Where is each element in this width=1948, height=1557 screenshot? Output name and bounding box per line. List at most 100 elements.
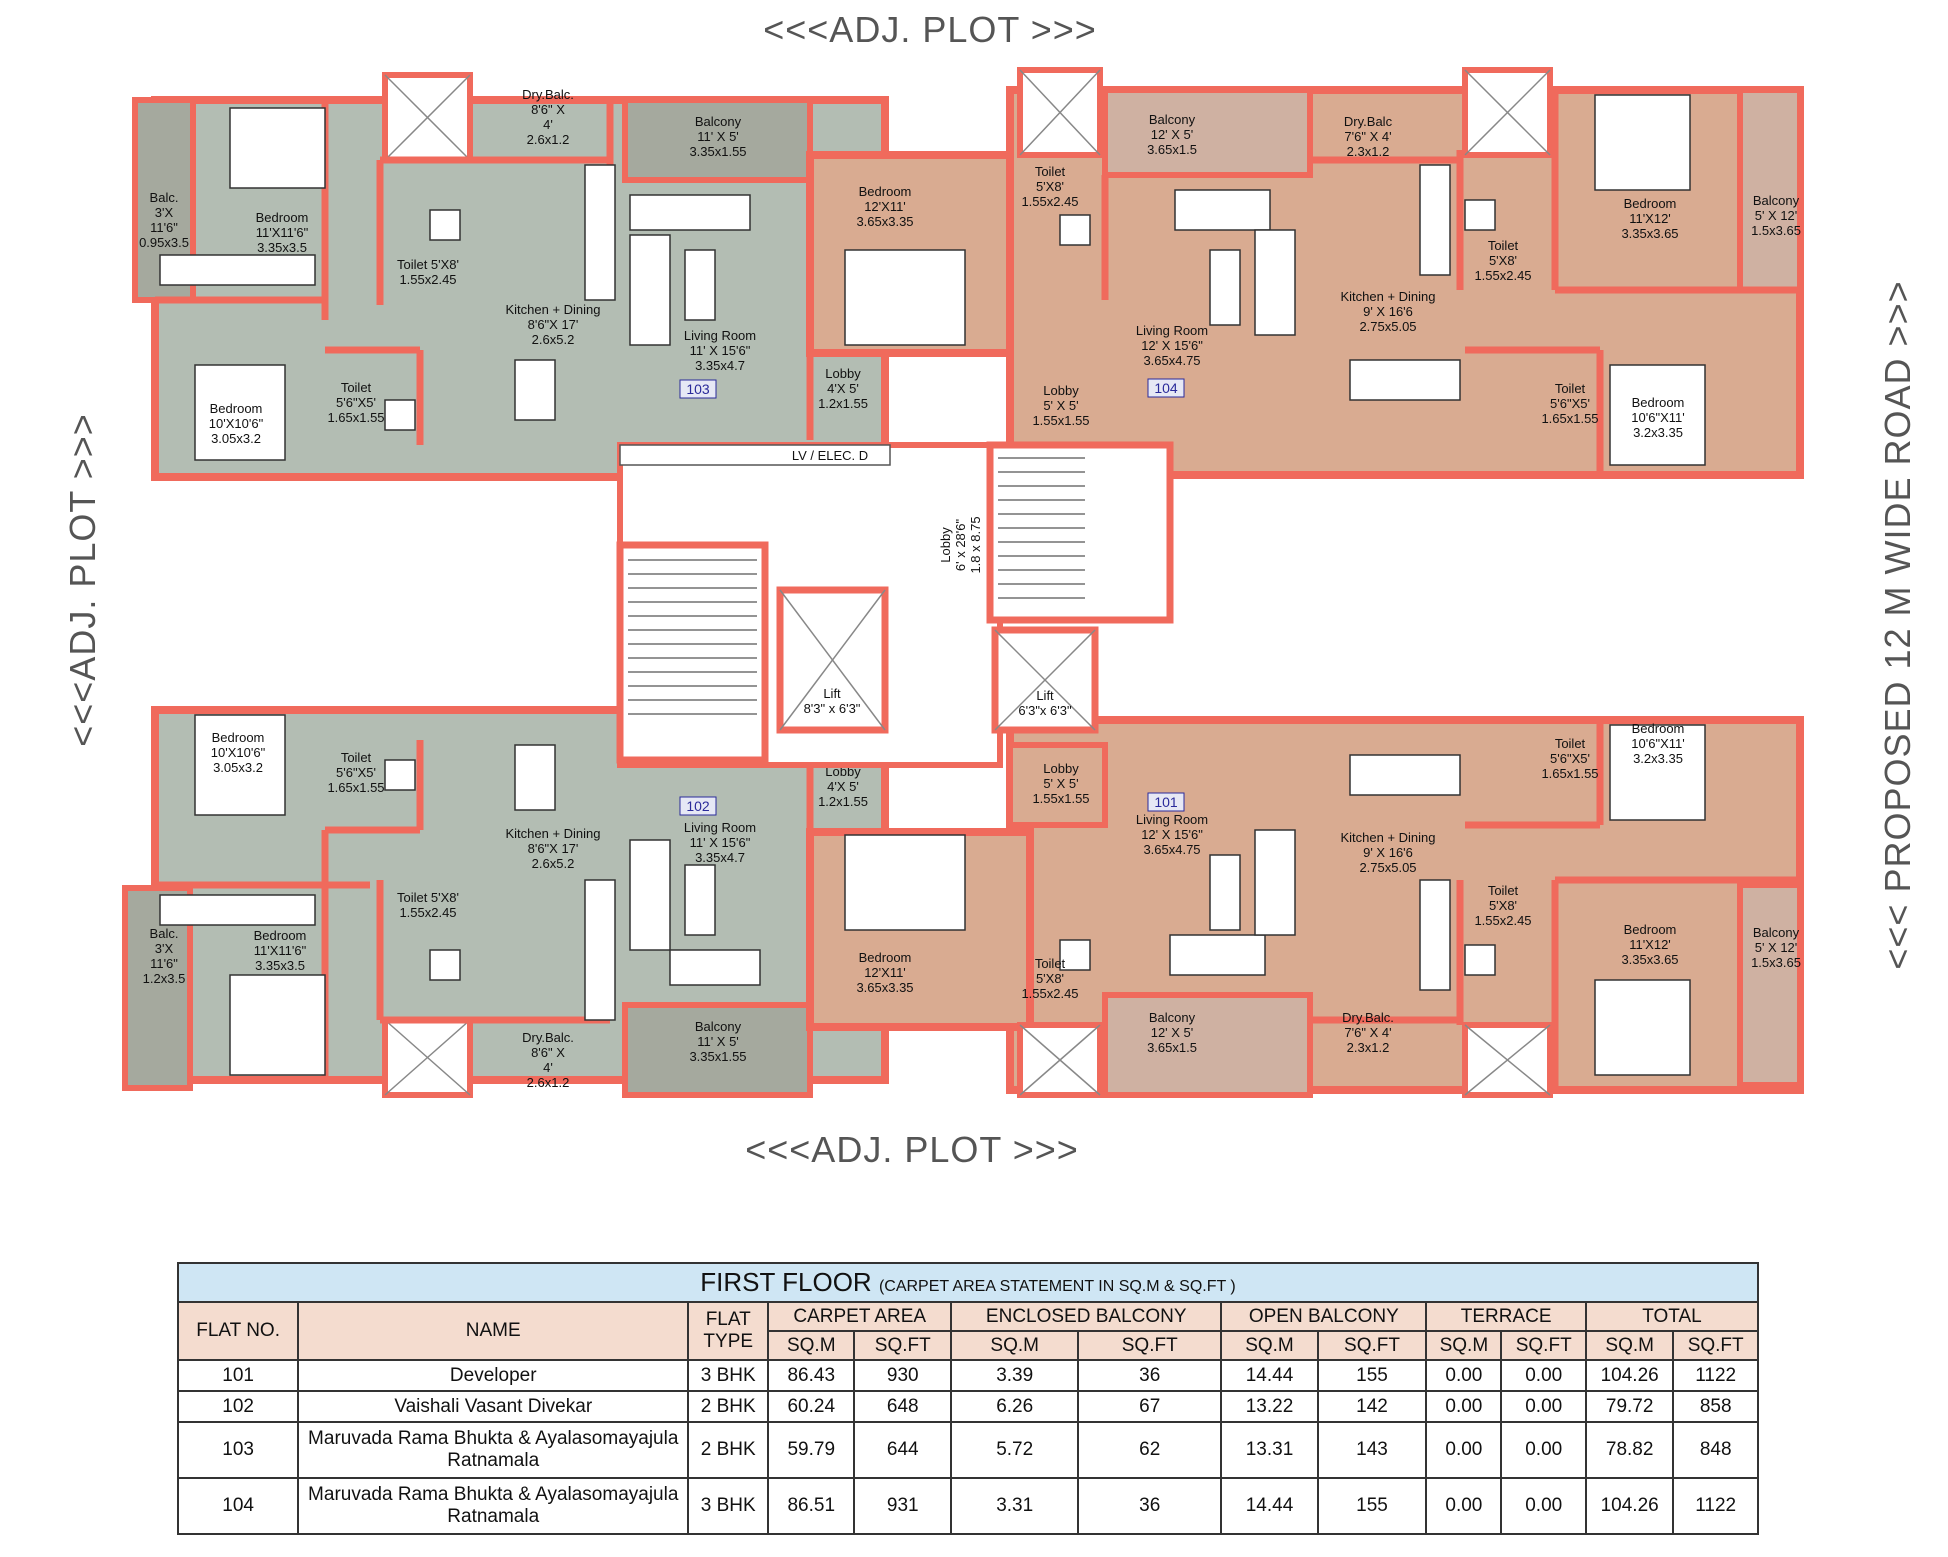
room-label-line: 5'6"X5' [1550,396,1590,411]
room-label-dry-balcony: Dry.Balc.7'6" X 4'2.3x1.2 [1342,1010,1394,1055]
cell-open-sqft: 143 [1316,1421,1428,1479]
staircase-left [616,541,769,764]
room-label-line: Toilet [1035,164,1066,179]
room-label-line: 10'X10'6" [211,745,266,760]
room-label-line: Bedroom [210,401,263,416]
room-label-line: 9' X 16'6 [1363,304,1413,319]
room-label-line: 6' x 28'6" [953,519,968,572]
header-sqm: SQ.M [950,1330,1080,1361]
counter-icon [584,164,616,301]
cell-tot-sqm: 104.26 [1584,1359,1675,1392]
room-label-line: 1.55x2.45 [1021,986,1078,1001]
room-label-line: 1.5x3.65 [1751,223,1801,238]
duct [619,444,891,466]
cell-carpet-sqm: 86.43 [767,1359,856,1392]
room-label-line: 12' X 15'6" [1141,338,1203,353]
room-label-line: Bedroom [1624,922,1677,937]
room-label-line: 8'6" X [531,102,565,117]
header-open-balcony: OPEN BALCONY [1220,1301,1428,1332]
room-label-line: 11' X 5' [697,129,739,144]
bed-icon [844,834,966,931]
cell-enc-sqm: 6.26 [950,1390,1080,1423]
room-label-line: 12' X 5' [1151,1025,1194,1040]
wc-icon [429,949,461,981]
room-label-line: 12'X11' [864,199,906,214]
cell-tot-sqm: 79.72 [1584,1390,1675,1423]
room-label-line: Kitchen + Dining [1340,289,1435,304]
cell-ter-sqft: 0.00 [1500,1359,1587,1392]
carpet-area-table: FIRST FLOOR (CARPET AREA STATEMENT IN SQ… [176,1262,1759,1535]
wc-icon [384,759,416,791]
room-label-line: Living Room [684,820,756,835]
room-label-line: 4'X 5' [827,779,859,794]
room-label-line: Balcony [695,114,742,129]
room-label-line: Dry.Balc. [522,1030,574,1045]
cell-type: 2 BHK [687,1390,770,1423]
sofa-icon [1254,829,1296,936]
cell-tot-sqft: 1122 [1672,1359,1759,1392]
room-label-line: Toilet [1555,736,1586,751]
room-label-line: 3.05x3.2 [213,760,263,775]
header-flat-type: FLAT TYPE [687,1301,770,1361]
flat-number-badge [1147,792,1185,812]
room-label-line: Living Room [684,328,756,343]
room-label-line: Toilet [1488,238,1519,253]
room-label-line: 3.2x3.35 [1633,425,1683,440]
cell-ter-sqft: 0.00 [1500,1477,1587,1535]
flat-number: 101 [1154,794,1178,810]
edge-label-right: <<< PROPOSED 12 M WIDE ROAD >>> [1877,280,1918,969]
cell-enc-sqft: 67 [1077,1390,1223,1423]
cell-open-sqm: 14.44 [1220,1359,1319,1392]
room-label-line: 2.3x1.2 [1347,144,1390,159]
room-label-line: 1.55x2.45 [399,905,456,920]
room-label-toilet: Toilet 5'X8'1.55x2.45 [397,890,459,920]
flat-number-badge [1147,378,1185,398]
floor-plan: <<<ADJ. PLOT >>> <<<ADJ. PLOT >>> <<<ADJ… [62,9,1918,1170]
stair-steps [998,457,1085,599]
room-label-line: 8'6"X 17' [528,317,579,332]
room-label-line: 1.55x2.45 [399,272,456,287]
room-label-line: 4' [543,117,553,132]
cell-open-sqft: 155 [1316,1477,1428,1535]
room-label-line: Toilet [1488,883,1519,898]
room-label-line: Lift [823,686,841,701]
header-sqft: SQ.FT [1500,1330,1587,1361]
header-sqm: SQ.M [1584,1330,1675,1361]
room-label-line: Dry.Balc. [522,87,574,102]
header-enclosed-balcony: ENCLOSED BALCONY [950,1301,1223,1332]
flat-number: 103 [686,381,710,397]
wc-icon [1464,944,1496,976]
room-label-line: 5' X 5' [1043,398,1078,413]
cell-name: Maruvada Rama Bhukta & Ayalasomayajula R… [297,1477,690,1535]
cell-type: 2 BHK [687,1421,770,1479]
flat-104-shaft-cross [1019,69,1101,156]
room-label-line: Bedroom [859,184,912,199]
room-label-line: Toilet [1035,956,1066,971]
room-label-line: 2.6x5.2 [532,856,575,871]
cell-flat: 102 [176,1390,300,1423]
duct-label: LV / ELEC. D [792,448,868,463]
header-sqft: SQ.FT [853,1330,953,1361]
flat-number: 102 [686,798,710,814]
